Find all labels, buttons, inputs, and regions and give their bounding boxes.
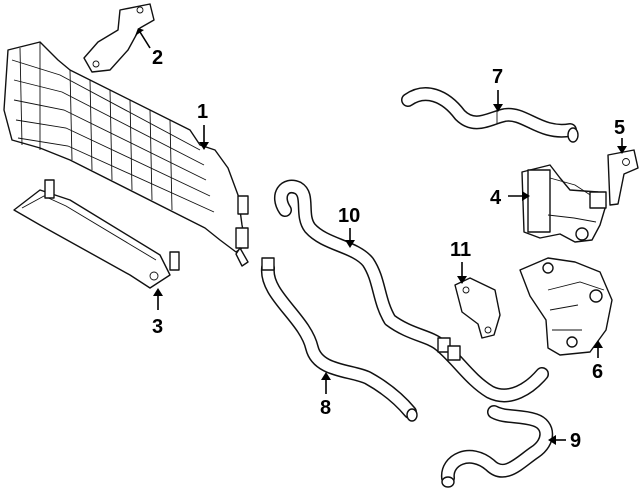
upper-hose[interactable] — [401, 87, 579, 143]
callout-7: 7 — [492, 66, 503, 88]
arrow-11 — [457, 276, 467, 284]
arrow-2 — [135, 28, 144, 36]
upper-bracket[interactable] — [83, 3, 155, 73]
lower-support-bracket[interactable] — [13, 179, 180, 289]
leader-lines — [135, 28, 627, 445]
callout-1: 1 — [197, 101, 208, 123]
long-hose[interactable] — [274, 179, 549, 403]
arrow-8 — [321, 372, 331, 380]
arrow-9 — [548, 435, 556, 445]
bottom-hose[interactable] — [441, 405, 554, 488]
callout-10: 10 — [338, 205, 360, 227]
callout-labels: 1 2 3 4 5 6 7 8 9 10 11 — [152, 47, 625, 452]
callout-8: 8 — [320, 397, 331, 419]
arrow-6 — [593, 340, 603, 348]
mount-bracket[interactable] — [519, 257, 613, 356]
callout-9: 9 — [570, 430, 581, 452]
small-bracket[interactable] — [607, 149, 639, 206]
callout-5: 5 — [614, 117, 625, 139]
callout-3: 3 — [152, 316, 163, 338]
clamp-bracket[interactable] — [454, 277, 501, 339]
arrow-1 — [199, 142, 209, 150]
lower-hose[interactable] — [260, 257, 418, 422]
cooler-valve-assembly[interactable] — [521, 164, 607, 243]
arrow-3 — [153, 288, 163, 296]
callout-2: 2 — [152, 47, 163, 69]
oil-cooler[interactable] — [3, 41, 249, 267]
arrow-7 — [493, 104, 503, 112]
arrow-10 — [345, 240, 355, 248]
callout-11: 11 — [450, 239, 471, 261]
callout-4: 4 — [490, 187, 502, 209]
callout-6: 6 — [592, 361, 603, 383]
leader-2 — [139, 31, 151, 49]
arrow-4 — [522, 191, 530, 201]
arrow-5 — [617, 146, 627, 154]
